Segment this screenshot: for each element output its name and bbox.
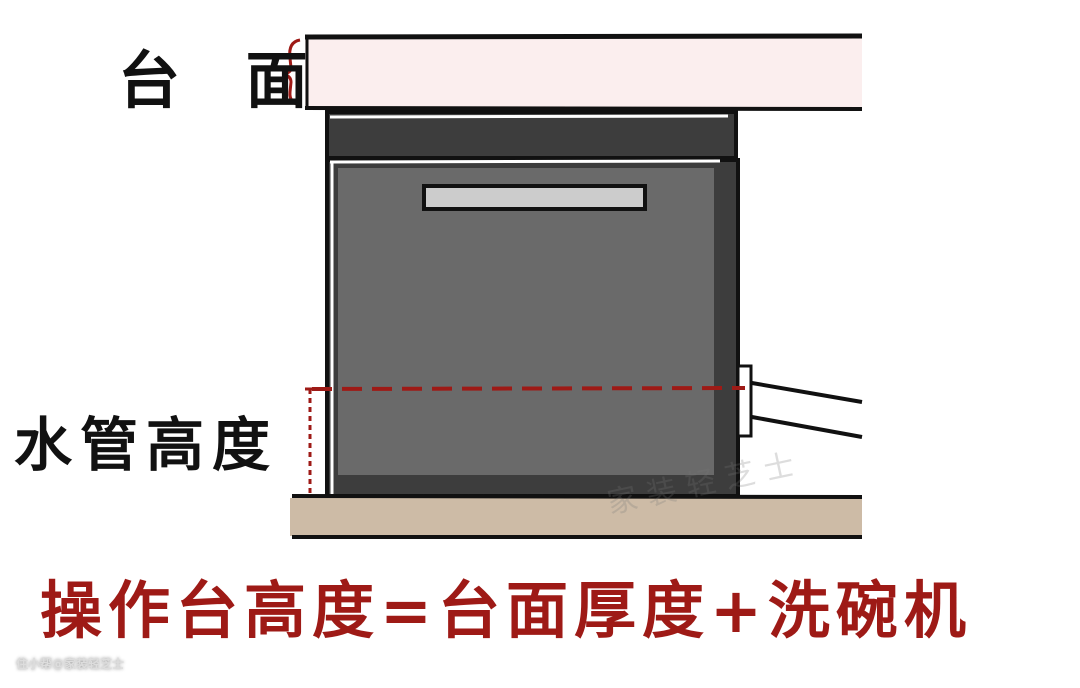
pipe-height-label: 水管高度 [14,411,279,479]
water-pipe [736,364,863,439]
countertop-label: 台 面 [118,44,330,117]
door-handle [422,184,647,211]
brace [282,38,301,107]
corner-watermark: 住小帮@家装轻芝士 [16,657,125,671]
countertop [304,33,863,111]
dishwasher [325,110,740,498]
formula-caption: 操作台高度=台面厚度+洗碗机 [40,574,972,647]
pipe-height-line [311,386,746,391]
floor-board [290,494,863,539]
